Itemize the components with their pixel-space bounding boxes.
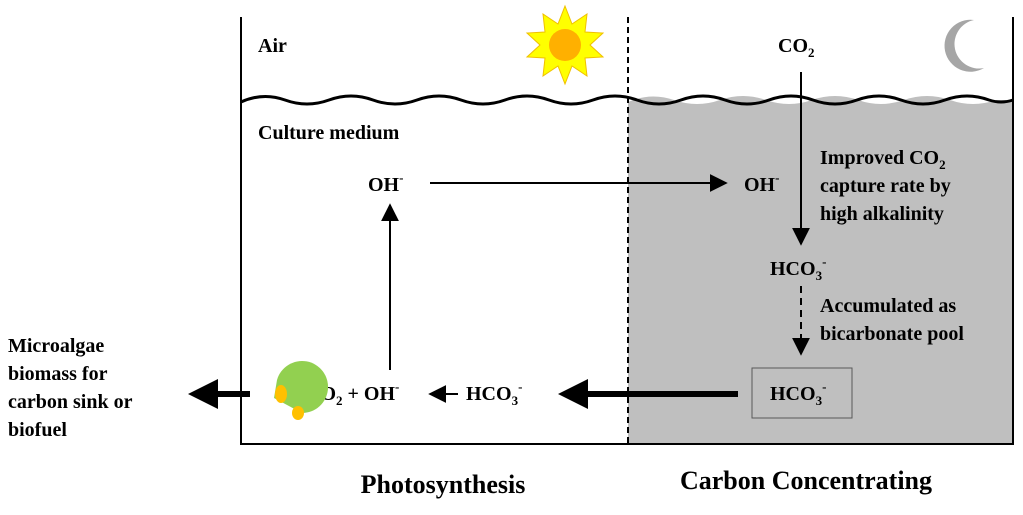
liquid-surface-wave — [240, 94, 1014, 106]
hco3-intermediate-label: HCO3- — [770, 254, 826, 283]
sun-icon — [525, 4, 605, 86]
co2-atmospheric-label: CO2 — [778, 35, 815, 60]
culture-medium-label: Culture medium — [258, 122, 400, 144]
air-label: Air — [258, 35, 287, 57]
photosynthesis-title: Photosynthesis — [361, 470, 526, 499]
hco3-pool-label: HCO3- — [770, 379, 826, 408]
microalgae-cell-icon — [274, 361, 329, 420]
bicarbonate-pool-box — [751, 367, 853, 419]
carbon-concentrating-title: Carbon Concentrating — [680, 466, 932, 495]
oh-left-label: OH- — [368, 170, 403, 196]
accumulated-note-line2: bicarbonate pool — [820, 323, 964, 345]
biomass-line4: biofuel — [8, 419, 67, 441]
biomass-line3: carbon sink or — [8, 391, 133, 413]
accumulated-note-line1: Accumulated as — [820, 295, 956, 317]
hco3-uptake-label: HCO3- — [466, 379, 522, 408]
oh-right-label: OH- — [744, 170, 779, 196]
moon-icon — [944, 19, 984, 72]
improved-capture-note-line2: capture rate by — [820, 175, 951, 197]
improved-capture-note-line1: Improved CO2 — [820, 147, 946, 172]
biomass-line2: biomass for — [8, 363, 108, 385]
biomass-line1: Microalgae — [8, 335, 104, 357]
improved-capture-note-line3: high alkalinity — [820, 203, 944, 225]
